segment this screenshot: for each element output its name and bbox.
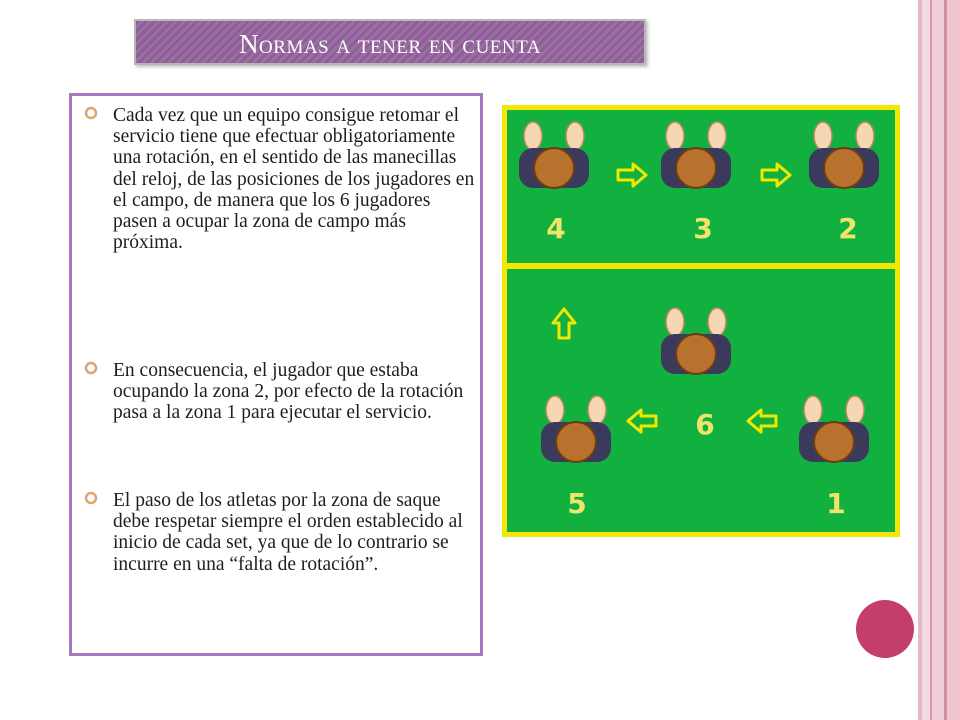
page-title: Normas a tener en cuenta [239, 29, 541, 59]
rule-paragraph-3: El paso de los atletas por la zona de sa… [113, 490, 463, 575]
decor-stripe [947, 0, 960, 720]
decor-stripe [930, 0, 932, 720]
zone-number-5: 5 [567, 487, 587, 520]
arrow-left-icon [746, 408, 778, 434]
title-banner: Normas a tener en cuenta [134, 19, 646, 65]
decor-stripe [918, 0, 922, 720]
player-icon [799, 395, 869, 463]
rule-paragraph-2: En consecuencia, el jugador que estaba o… [113, 360, 464, 424]
player-icon [809, 121, 879, 189]
player-icon [519, 121, 589, 189]
arrow-right-icon [760, 162, 792, 188]
rules-text-box: Cada vez que un equipo consigue retomar … [69, 93, 483, 656]
zone-number-6: 6 [695, 408, 715, 441]
player-icon [541, 395, 611, 463]
zone-number-2: 2 [838, 212, 858, 245]
decor-stripe [944, 0, 947, 720]
bullet-ring-icon [84, 491, 98, 505]
zone-number-4: 4 [546, 212, 566, 245]
decor-circle [856, 600, 914, 658]
player-icon [661, 307, 731, 375]
court-divider-line [507, 263, 895, 269]
rule-paragraph-1: Cada vez que un equipo consigue retomar … [113, 105, 475, 254]
decor-stripe [932, 0, 944, 720]
player-icon [661, 121, 731, 189]
zone-number-1: 1 [826, 487, 846, 520]
arrow-right-icon [616, 162, 648, 188]
arrow-up-icon [551, 307, 577, 340]
zone-number-3: 3 [693, 212, 713, 245]
decor-stripe [922, 0, 930, 720]
bullet-ring-icon [84, 361, 98, 375]
rotation-court-diagram: 4 3 2 6 5 1 [502, 105, 900, 537]
arrow-left-icon [626, 408, 658, 434]
bullet-ring-icon [84, 106, 98, 120]
